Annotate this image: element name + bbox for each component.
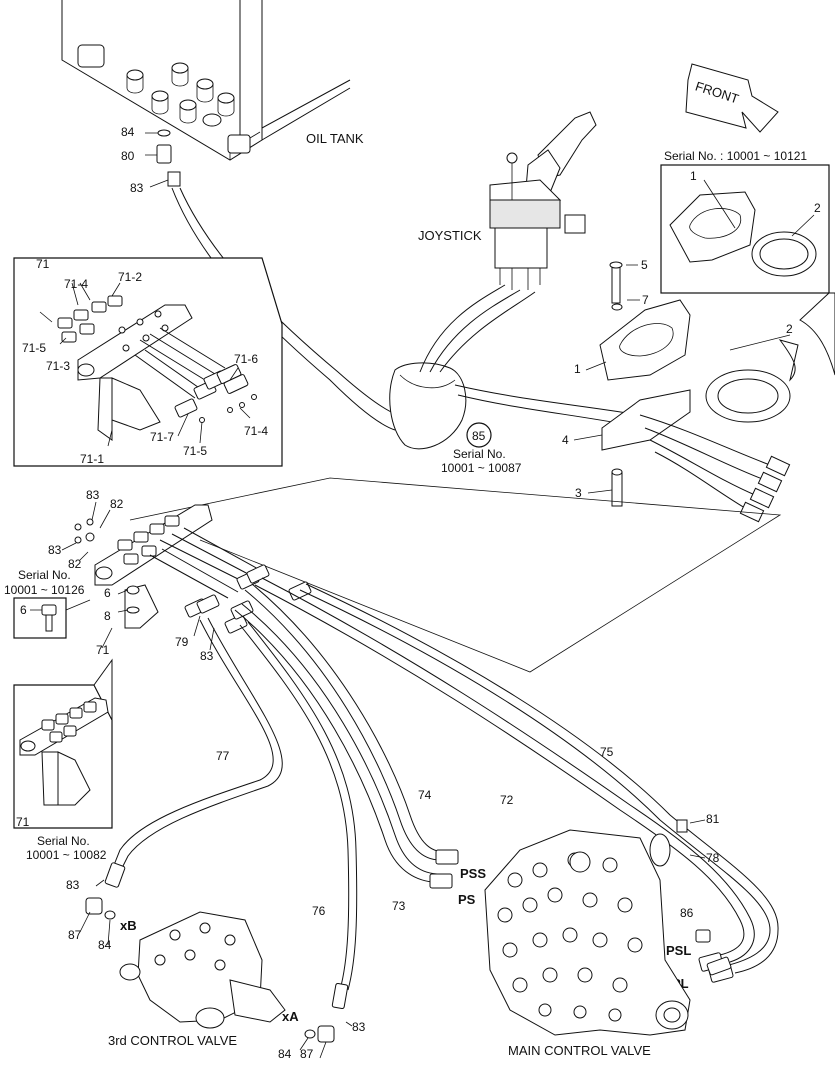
main-control-valve-label: MAIN CONTROL VALVE <box>508 1043 651 1058</box>
port-ps: PS <box>458 892 476 907</box>
callout-71-4-right: 71-4 <box>244 424 268 438</box>
callout-80: 80 <box>121 149 135 163</box>
joystick-drawing <box>489 111 597 290</box>
callout-83-manifold-bottom: 83 <box>200 649 214 663</box>
callout-6-manifold: 6 <box>104 586 111 600</box>
grommet-1-2-detail <box>669 179 817 277</box>
callout-83: 83 <box>130 181 144 195</box>
third-control-valve-label: 3rd CONTROL VALVE <box>108 1033 237 1048</box>
callout-82-top: 82 <box>110 497 124 511</box>
callout-71-3: 71-3 <box>46 359 70 373</box>
manifold-71-drawing <box>39 282 257 447</box>
serial-85-range: 10001 ~ 10087 <box>441 461 522 475</box>
third-control-valve-drawing <box>79 879 353 1059</box>
callout-71-5-bottom: 71-5 <box>183 444 207 458</box>
callout-84-right: 84 <box>278 1047 292 1061</box>
serial-71-label: Serial No. <box>37 834 90 848</box>
callout-71-2: 71-2 <box>118 270 142 284</box>
callout-82-bottom: 82 <box>68 557 82 571</box>
serial-85-label: Serial No. <box>453 447 506 461</box>
callout-1-box: 1 <box>690 169 697 183</box>
callout-71-5-left: 71-5 <box>22 341 46 355</box>
callout-71-1: 71-1 <box>80 452 104 466</box>
callout-83-manifold-top: 83 <box>86 488 100 502</box>
callout-81: 81 <box>706 812 720 826</box>
callout-83-right: 83 <box>352 1020 366 1034</box>
hose-sleeve-85 <box>389 284 646 450</box>
callout-86: 86 <box>680 906 694 920</box>
callout-87-left: 87 <box>68 928 82 942</box>
callout-85: 85 <box>472 429 486 443</box>
serial-top-right: Serial No. : 10001 ~ 10121 <box>664 149 807 163</box>
callout-84: 84 <box>121 125 135 139</box>
callout-71-7: 71-7 <box>150 430 174 444</box>
serial-6-label: Serial No. <box>18 568 71 582</box>
callout-7: 7 <box>642 293 649 307</box>
callout-5: 5 <box>641 258 648 272</box>
callout-71-lower: 71 <box>16 815 30 829</box>
callout-71-manifold: 71 <box>96 643 110 657</box>
hose-bundle <box>104 577 779 1010</box>
oil-tank-drawing <box>61 0 351 161</box>
joystick-label: JOYSTICK <box>418 228 482 243</box>
inset-71-label: 71 <box>36 257 50 271</box>
callout-78: 78 <box>706 851 720 865</box>
callout-75: 75 <box>600 745 614 759</box>
bolt-6-detail <box>30 599 91 632</box>
callout-72: 72 <box>500 793 514 807</box>
port-xb: xB <box>120 918 137 933</box>
callout-2-box: 2 <box>814 201 821 215</box>
oil-tank-label: OIL TANK <box>306 131 364 146</box>
callout-2: 2 <box>786 322 793 336</box>
serial-6-range: 10001 ~ 10126 <box>4 583 85 597</box>
callout-6-box: 6 <box>20 603 27 617</box>
callout-1: 1 <box>574 362 581 376</box>
callout-77: 77 <box>216 749 230 763</box>
callout-85-circle <box>466 422 492 448</box>
serial-6-box <box>13 597 67 639</box>
callout-84-left: 84 <box>98 938 112 952</box>
callout-83-third-valve: 83 <box>66 878 80 892</box>
port-xa: xA <box>282 1009 299 1024</box>
callout-74: 74 <box>418 788 432 802</box>
main-control-valve-drawing <box>484 829 732 1036</box>
serial-71-range: 10001 ~ 10082 <box>26 848 107 862</box>
callout-71-6: 71-6 <box>234 352 258 366</box>
serial-box-pointer <box>799 292 835 376</box>
manifold-main-drawing <box>61 501 312 651</box>
callout-3: 3 <box>575 486 582 500</box>
callout-79: 79 <box>175 635 189 649</box>
callout-4: 4 <box>562 433 569 447</box>
front-arrow <box>685 63 779 133</box>
tank-fitting <box>145 129 181 188</box>
callout-76: 76 <box>312 904 326 918</box>
port-pss: PSS <box>460 866 486 881</box>
grommet-assembly <box>573 261 799 523</box>
callout-8: 8 <box>104 609 111 623</box>
callout-87-right: 87 <box>300 1047 314 1061</box>
callout-73: 73 <box>392 899 406 913</box>
port-psl: PSL <box>666 943 691 958</box>
callout-83-manifold-left: 83 <box>48 543 62 557</box>
manifold-71-lower-drawing <box>19 697 109 806</box>
callout-71-4-top: 71-4 <box>64 277 88 291</box>
manifold-leader-outline <box>129 477 782 673</box>
